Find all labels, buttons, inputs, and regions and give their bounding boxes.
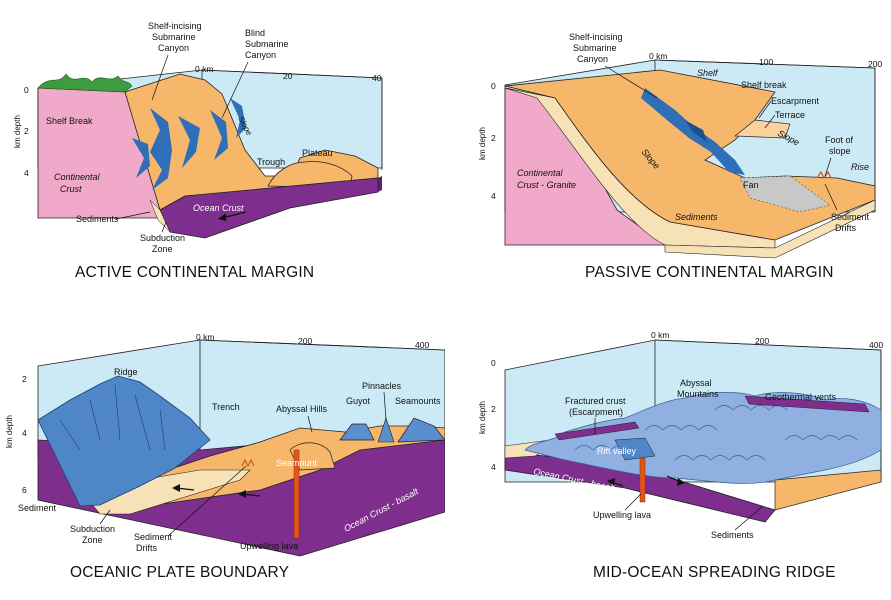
- label-trough: Trough: [257, 157, 285, 167]
- label-plateau: Plateau: [302, 148, 333, 158]
- km-tick: 0 km: [649, 51, 667, 61]
- depth-axis-label: km depth: [5, 415, 14, 448]
- label-seamounts: Seamounts: [395, 396, 441, 406]
- label-guyot: Guyot: [346, 396, 371, 406]
- label-blind-canyon: Blind: [245, 28, 265, 38]
- label-shelf-incising: Shelf-incising: [148, 21, 202, 31]
- panel-title: OCEANIC PLATE BOUNDARY: [70, 564, 289, 581]
- svg-text:Drifts: Drifts: [136, 543, 157, 553]
- label-geothermal-vents: Geothermal vents: [765, 392, 837, 402]
- depth-tick: 0: [491, 358, 496, 368]
- label-shelf: Shelf: [697, 68, 719, 78]
- rift-valley: [614, 437, 656, 461]
- label-rift-valley: Rift valley: [597, 446, 637, 456]
- label-trench: Trench: [212, 402, 240, 412]
- abyssal-mountains: [524, 392, 882, 484]
- depth-tick: 2: [22, 374, 27, 384]
- depth-tick: 4: [491, 191, 496, 201]
- label-terrace: Terrace: [775, 110, 805, 120]
- ocean-crust: [159, 177, 379, 239]
- svg-text:Crust: Crust: [60, 184, 82, 194]
- panel-active-margin: 0 km 20 40 0 2 4 km depth Shelf-incising…: [0, 0, 445, 300]
- panel-midocean-ridge: 0 km 200 400 0 2 4 km depth Fractured cr…: [445, 300, 891, 600]
- depth-tick: 2: [491, 404, 496, 414]
- panel-oceanic-boundary: 0 km 200 400 2 4 6 km depth Ridge Trench…: [0, 300, 445, 600]
- label-upwelling-lava: Upwelling lava: [240, 541, 298, 551]
- depth-tick: 4: [491, 462, 496, 472]
- label-abyssal-hills: Abyssal Hills: [276, 404, 328, 414]
- label-shelf-break: Shelf Break: [46, 116, 93, 126]
- svg-text:Drifts: Drifts: [835, 223, 856, 233]
- label-subduction-zone: Subduction: [140, 233, 185, 243]
- label-sediment: Sediment: [18, 503, 57, 513]
- label-escarpment: Escarpment: [771, 96, 820, 106]
- depth-tick: 6: [22, 485, 27, 495]
- svg-text:Submarine: Submarine: [573, 43, 617, 53]
- km-tick: 0 km: [651, 330, 669, 340]
- svg-text:slope: slope: [829, 146, 851, 156]
- depth-axis-label: km depth: [478, 401, 487, 434]
- km-tick: 200: [298, 336, 312, 346]
- km-tick: 400: [415, 340, 429, 350]
- label-ocean-crust: Ocean Crust: [193, 203, 244, 213]
- label-pinnacles: Pinnacles: [362, 381, 402, 391]
- label-abyssal-mountains: Abyssal: [680, 378, 712, 388]
- depth-tick: 2: [491, 133, 496, 143]
- km-tick: 40: [372, 73, 382, 83]
- label-subduction-zone: Subduction: [70, 524, 115, 534]
- label-sediment-drifts: Sediment: [831, 212, 870, 222]
- label-sediment-drifts: Sediment: [134, 532, 173, 542]
- svg-text:Canyon: Canyon: [577, 54, 608, 64]
- canyon-shape: [150, 108, 172, 190]
- km-tick: 0 km: [196, 332, 214, 342]
- svg-text:Mountains: Mountains: [677, 389, 719, 399]
- plateau: [267, 161, 353, 189]
- panel-title: ACTIVE CONTINENTAL MARGIN: [75, 264, 314, 281]
- svg-text:Submarine: Submarine: [245, 39, 289, 49]
- label-rise: Rise: [851, 162, 869, 172]
- label-sediments: Sediments: [675, 212, 718, 222]
- panel-title: MID-OCEAN SPREADING RIDGE: [593, 564, 836, 581]
- panel-passive-margin: 0 km 100 200 0 2 4 km depth Shelf-incisi…: [445, 0, 891, 300]
- label-ridge: Ridge: [114, 367, 138, 377]
- label-continental-crust: Continental: [517, 168, 564, 178]
- svg-text:Zone: Zone: [152, 244, 173, 254]
- label-shelf-incising: Shelf-incising: [569, 32, 623, 42]
- label-fan: Fan: [743, 180, 759, 190]
- km-tick: 20: [283, 71, 293, 81]
- label-continental-crust: Continental: [54, 172, 101, 182]
- depth-axis-label: km depth: [478, 127, 487, 160]
- depth-tick: 0: [24, 85, 29, 95]
- svg-text:Canyon: Canyon: [245, 50, 276, 60]
- label-shelf-break: Shelf break: [741, 80, 787, 90]
- km-tick: 400: [869, 340, 883, 350]
- label-fractured-crust: Fractured crust: [565, 396, 626, 406]
- svg-text:(Escarpment): (Escarpment): [569, 407, 623, 417]
- label-seamount: Seamount: [276, 458, 318, 468]
- depth-tick: 4: [24, 168, 29, 178]
- panel-title: PASSIVE CONTINENTAL MARGIN: [585, 264, 834, 281]
- depth-tick: 2: [24, 126, 29, 136]
- km-tick: 0 km: [195, 64, 213, 74]
- km-tick: 100: [759, 57, 773, 67]
- fan: [739, 175, 831, 213]
- ridge-mountain: [37, 375, 211, 507]
- svg-text:Crust - Granite: Crust - Granite: [517, 180, 576, 190]
- depth-axis-label: km depth: [13, 115, 22, 148]
- sediment-floor: [774, 469, 882, 511]
- svg-text:Submarine: Submarine: [152, 32, 196, 42]
- label-sediments: Sediments: [711, 530, 754, 540]
- sediment-wedge: [79, 469, 251, 515]
- label-upwelling-lava: Upwelling lava: [593, 510, 651, 520]
- label-sediments: Sediments: [76, 214, 119, 224]
- label-foot-of-slope: Foot of: [825, 135, 854, 145]
- svg-text:Canyon: Canyon: [158, 43, 189, 53]
- lava-column: [293, 449, 300, 539]
- svg-text:Zone: Zone: [82, 535, 103, 545]
- km-tick: 200: [868, 59, 882, 69]
- depth-tick: 4: [22, 428, 27, 438]
- depth-tick: 0: [491, 81, 496, 91]
- km-tick: 200: [755, 336, 769, 346]
- lava-column: [639, 457, 646, 503]
